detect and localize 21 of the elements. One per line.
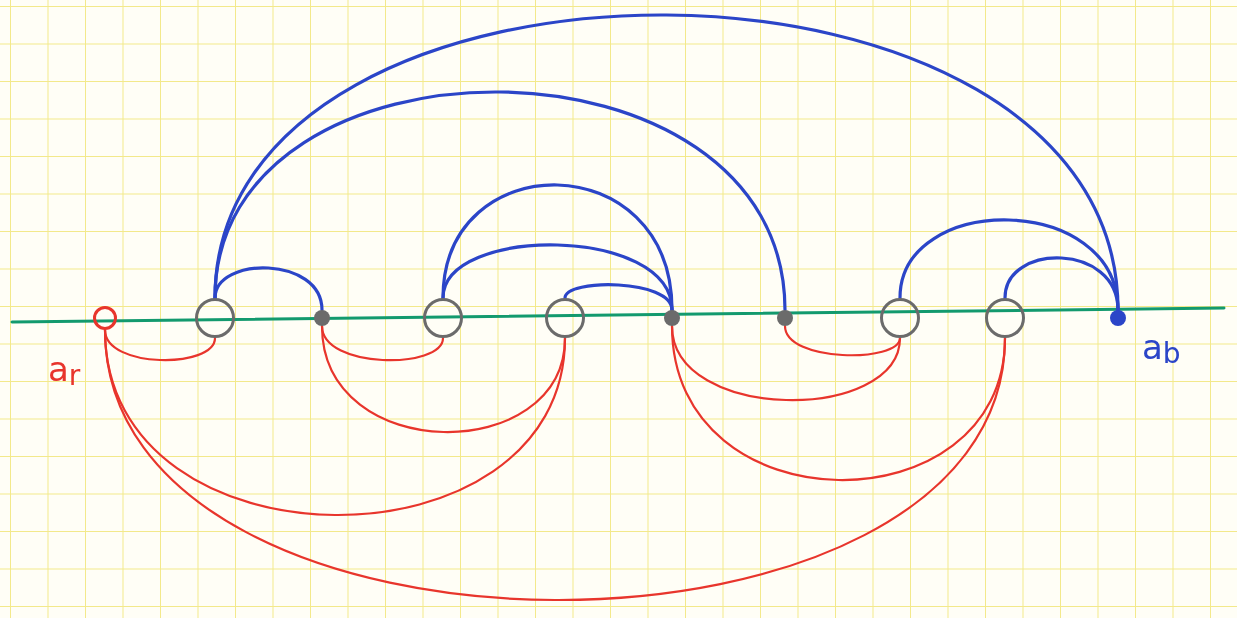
arc-edge: [441, 183, 674, 312]
arc-edge: [783, 324, 902, 357]
point-circle: [545, 298, 585, 338]
point-dot: [777, 310, 793, 326]
point-label: a$_{b}$: [1142, 330, 1181, 368]
arc-edge: [563, 283, 674, 312]
point-circle: [195, 298, 235, 338]
point-circle: [423, 298, 463, 338]
point-circle: [93, 306, 117, 330]
arc-edge: [670, 324, 1007, 482]
point-circle: [880, 298, 920, 338]
point-label: a$_{r}$: [48, 352, 81, 390]
arc-edge: [213, 266, 324, 312]
point-dot: [1110, 310, 1126, 326]
arc-edge: [320, 324, 567, 434]
point-dot: [314, 310, 330, 326]
point-circle: [985, 298, 1025, 338]
arc-edge: [213, 90, 787, 312]
point-dot: [664, 310, 680, 326]
arc-edge: [103, 328, 1007, 602]
arc-edge: [1003, 256, 1120, 312]
